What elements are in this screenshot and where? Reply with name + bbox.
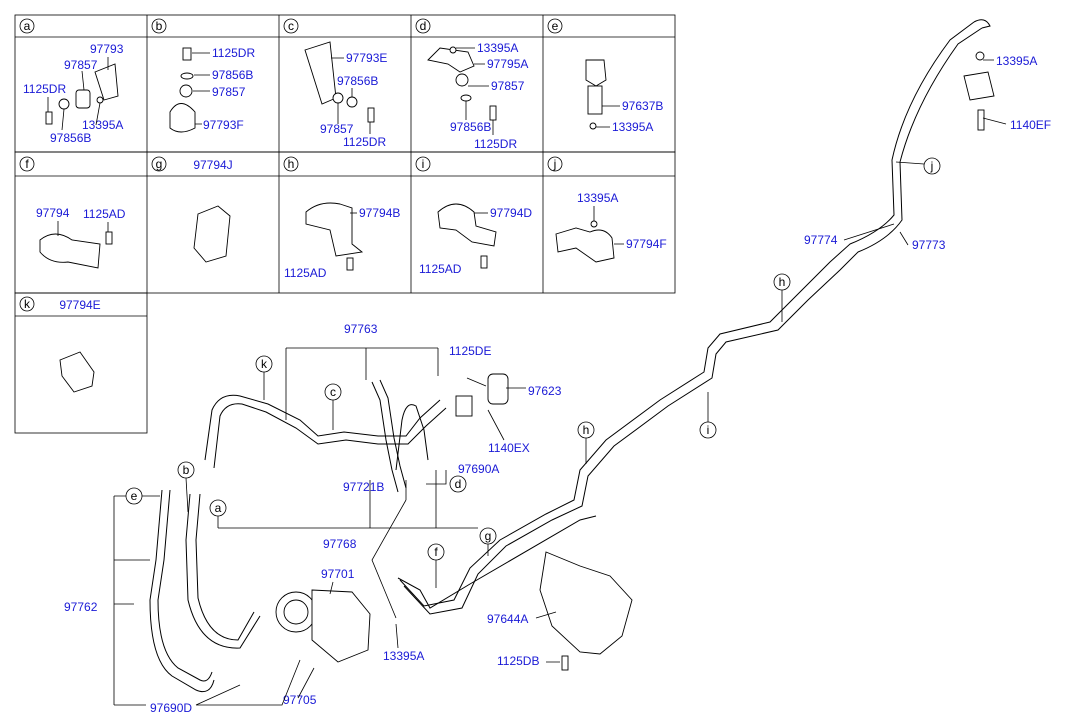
- refrigerant-pipes: [149, 19, 991, 693]
- label-d-13395A: 13395A: [477, 41, 518, 55]
- ref-letter-d: d: [455, 477, 462, 491]
- box-letter-k: k: [24, 297, 31, 311]
- box-letter-i: i: [422, 157, 425, 171]
- ref-letter-h-lower: h: [583, 423, 590, 437]
- label-1125DB: 1125DB: [497, 654, 539, 668]
- label-97705: 97705: [283, 693, 317, 707]
- label-13395A-main: 13395A: [383, 649, 424, 663]
- detail-box-grid: [14, 14, 676, 434]
- label-b-1125DR: 1125DR: [212, 46, 255, 60]
- box-letter-b: b: [156, 19, 163, 33]
- rear-bracket-13395A: [963, 51, 995, 131]
- box-letter-d: d: [420, 19, 427, 33]
- label-b-97793F: 97793F: [203, 118, 244, 132]
- detail-box-a: 97793 97857 1125DR 13395A 97856B: [23, 42, 124, 145]
- detail-box-h: 97794B 1125AD: [284, 202, 400, 280]
- ref-letter-i: i: [707, 423, 710, 437]
- label-97721B: 97721B: [343, 480, 384, 494]
- label-1125DE: 1125DE: [449, 344, 491, 358]
- label-97690D: 97690D: [150, 701, 192, 715]
- box-letter-f: f: [25, 157, 29, 171]
- label-97768: 97768: [323, 537, 357, 551]
- ref-letter-g: g: [485, 529, 492, 543]
- label-a-13395A: 13395A: [82, 118, 123, 132]
- label-1140EX: 1140EX: [488, 441, 530, 455]
- label-e-97637B: 97637B: [622, 99, 663, 113]
- box-letter-g: g: [156, 157, 163, 171]
- label-97701: 97701: [321, 567, 355, 581]
- label-97762: 97762: [64, 600, 98, 614]
- label-a-1125DR: 1125DR: [23, 82, 66, 96]
- ref-letter-h-upper: h: [779, 275, 786, 289]
- detail-box-d: 13395A 97795A 97857 97856B 1125DR: [427, 41, 528, 151]
- label-c-97793E: 97793E: [346, 51, 387, 65]
- label-97763: 97763: [344, 322, 378, 336]
- label-f-1125AD: 1125AD: [83, 207, 126, 221]
- label-h-1125AD: 1125AD: [284, 266, 327, 280]
- evaporator-cover-97644A: [539, 551, 633, 671]
- label-e-13395A: 13395A: [612, 120, 653, 134]
- box-letter-e: e: [552, 19, 559, 33]
- box-title-k: 97794E: [59, 298, 100, 312]
- ref-letter-j: j: [930, 159, 934, 173]
- label-a-97857: 97857: [64, 58, 98, 72]
- label-1140EF: 1140EF: [1010, 118, 1051, 132]
- detail-box-f: 97794 1125AD: [36, 206, 126, 269]
- label-97623: 97623: [528, 384, 562, 398]
- ref-letter-b: b: [183, 463, 190, 477]
- box-letter-j: j: [553, 157, 557, 171]
- detail-box-c: 97793E 97856B 97857 1125DR: [304, 41, 387, 149]
- label-d-97856B: 97856B: [450, 120, 491, 134]
- detail-box-headers: a b c d e f g 97794J h i j k 97794E: [19, 18, 563, 312]
- box-title-g: 97794J: [193, 158, 232, 172]
- label-d-97795A: 97795A: [487, 57, 528, 71]
- label-b-97857: 97857: [212, 85, 246, 99]
- label-i-97794D: 97794D: [490, 206, 532, 220]
- label-i-1125AD: 1125AD: [419, 262, 462, 276]
- expansion-valve-97623: [455, 373, 509, 417]
- label-c-1125DR: 1125DR: [343, 135, 386, 149]
- ref-letter-f: f: [434, 545, 438, 559]
- label-h-97794B: 97794B: [359, 206, 400, 220]
- box-letter-c: c: [288, 19, 294, 33]
- label-97773: 97773: [912, 238, 946, 252]
- label-a-97793: 97793: [90, 42, 124, 56]
- label-j-13395A: 13395A: [577, 191, 618, 205]
- detail-box-b: 1125DR 97856B 97857 97793F: [169, 46, 255, 133]
- label-f-97794: 97794: [36, 206, 70, 220]
- label-a-97856B: 97856B: [50, 131, 91, 145]
- ref-letter-k: k: [261, 357, 268, 371]
- detail-box-i: 97794D 1125AD: [419, 203, 532, 276]
- label-97644A: 97644A: [487, 612, 528, 626]
- detail-box-g: [193, 205, 231, 263]
- label-13395A-top: 13395A: [996, 54, 1037, 68]
- compressor: [275, 589, 371, 663]
- reference-letters: k c b e a d f g h h i j: [125, 157, 941, 588]
- label-d-97857: 97857: [491, 79, 525, 93]
- label-c-97856B: 97856B: [337, 74, 378, 88]
- label-d-1125DR: 1125DR: [474, 137, 517, 151]
- label-j-97794F: 97794F: [626, 237, 667, 251]
- ref-letter-e: e: [131, 489, 138, 503]
- ref-letter-c: c: [330, 385, 336, 399]
- detail-box-k: [59, 351, 95, 393]
- label-c-97857: 97857: [320, 122, 354, 136]
- ref-letter-a: a: [215, 501, 222, 515]
- label-97774: 97774: [804, 233, 838, 247]
- label-97690A: 97690A: [458, 462, 499, 476]
- main-labels: 97763 1125DE 97623 1140EX 97690A 97721B …: [64, 54, 1051, 715]
- box-letter-a: a: [24, 19, 31, 33]
- detail-box-j: 13395A 97794F: [555, 191, 667, 263]
- box-letter-h: h: [288, 157, 295, 171]
- detail-box-e: 97637B 13395A: [585, 59, 663, 134]
- label-b-97856B: 97856B: [212, 68, 253, 82]
